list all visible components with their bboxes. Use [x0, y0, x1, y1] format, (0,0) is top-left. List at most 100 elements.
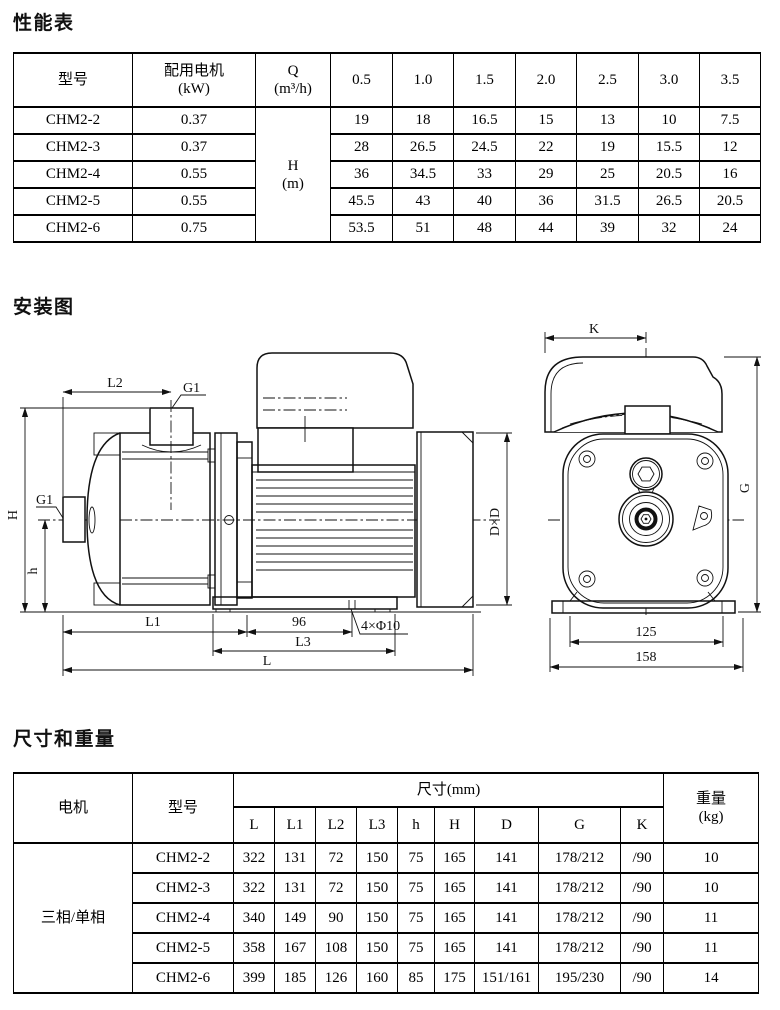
head-value-cell: 28	[330, 133, 393, 162]
size-value-cell: 165	[434, 932, 475, 964]
size-value-cell: /90	[619, 872, 665, 904]
size-value-cell: 150	[356, 902, 398, 934]
kw-cell: 0.75	[132, 214, 256, 243]
dim-label-g: G	[738, 483, 753, 493]
table-row: CHM2-4 340 149 90 150 75 165 141 178/212…	[14, 902, 760, 934]
head-value-cell: 26.5	[392, 133, 454, 162]
size-value-cell: 178/212	[538, 902, 621, 934]
head-value-cell: 19	[330, 106, 393, 135]
flow-value-header: 3.0	[638, 52, 700, 108]
head-value-cell: 18	[392, 106, 454, 135]
size-value-cell: /90	[619, 962, 665, 994]
table-row: 三相/单相 CHM2-2 322 131 72 150 75 165 141 1…	[13, 842, 760, 994]
head-value-cell: 20.5	[638, 160, 700, 189]
head-value-cell: 45.5	[330, 187, 393, 216]
kw-cell: 0.55	[132, 187, 256, 216]
size-value-cell: 131	[274, 872, 316, 904]
size-value-cell: 151/161	[474, 962, 539, 994]
size-value-cell: 75	[397, 932, 435, 964]
size-value-cell: 149	[274, 902, 316, 934]
weight-cell: 11	[663, 902, 760, 934]
motor-cooling-fins	[256, 479, 413, 571]
size-value-cell: 75	[397, 842, 435, 874]
kw-cell: 0.55	[132, 160, 256, 189]
column-header-flow: Q (m³/h)	[255, 52, 331, 108]
dim-label-g1-left: G1	[36, 493, 53, 508]
pump-rear-view	[544, 332, 744, 620]
brand-logo-mark	[692, 505, 713, 531]
size-value-cell: 160	[356, 962, 398, 994]
model-cell: CHM2-2	[13, 106, 133, 135]
dim-label-96: 96	[292, 615, 306, 630]
size-value-cell: 141	[474, 932, 539, 964]
size-value-cell: 75	[397, 872, 435, 904]
performance-section-title: 性能表	[13, 13, 75, 34]
motor-type-cell: 三相/单相	[13, 842, 133, 994]
dim-label-l3: L3	[295, 635, 311, 650]
size-value-cell: 165	[434, 872, 475, 904]
weight-cell: 14	[663, 962, 760, 994]
size-value-cell: /90	[619, 842, 665, 874]
dim-label-l2: L2	[107, 376, 123, 391]
head-value-cell: 43	[392, 187, 454, 216]
size-value-cell: 399	[233, 962, 275, 994]
dim-label-g1-top: G1	[183, 381, 200, 396]
head-value-cell: 33	[453, 160, 516, 189]
head-value-cell: 19	[576, 133, 639, 162]
head-value-cell: 39	[576, 214, 639, 243]
head-value-cell: 24.5	[453, 133, 516, 162]
dim-label-dxd: D×D	[488, 508, 503, 536]
flow-value-header: 0.5	[330, 52, 393, 108]
table-row: CHM2-6 0.75 53.5 51 48 44 39 32 24	[13, 214, 761, 243]
weight-cell: 11	[663, 932, 760, 964]
pump-side-view	[20, 352, 500, 613]
column-header-weight: 重量 (kg)	[663, 772, 760, 844]
flow-value-header: 1.0	[392, 52, 454, 108]
dim-label-k: K	[589, 322, 599, 337]
size-value-cell: 75	[397, 902, 435, 934]
shaft-boss	[618, 491, 674, 547]
head-value-cell: 15.5	[638, 133, 700, 162]
model-cell: CHM2-6	[132, 962, 234, 994]
rear-view-dimensions: K G 125 158	[544, 322, 761, 672]
size-value-cell: 141	[474, 872, 539, 904]
dim-label-bolt-holes: 4×Φ10	[361, 619, 400, 634]
size-column-header: L1	[274, 806, 316, 844]
model-cell: CHM2-3	[13, 133, 133, 162]
size-value-cell: 72	[315, 872, 357, 904]
size-value-cell: /90	[619, 932, 665, 964]
table-row: CHM2-6 399 185 126 160 85 175 151/161 19…	[14, 962, 760, 994]
size-value-cell: 72	[315, 842, 357, 874]
size-column-header: h	[397, 806, 435, 844]
table-row: CHM2-2 0.37 H (m) 19 18 16.5 15 13 10 7.…	[13, 106, 761, 243]
dim-label-158: 158	[636, 650, 657, 665]
size-column-header: L	[233, 806, 275, 844]
size-value-cell: 85	[397, 962, 435, 994]
head-value-cell: 53.5	[330, 214, 393, 243]
column-header-model: 型号	[13, 52, 133, 108]
head-value-cell: 34.5	[392, 160, 454, 189]
size-value-cell: 150	[356, 842, 398, 874]
size-value-cell: 141	[474, 842, 539, 874]
model-cell: CHM2-2	[132, 842, 234, 874]
head-value-cell: 36	[515, 187, 577, 216]
head-value-cell: 16	[699, 160, 761, 189]
installation-drawing: H h L2 G1 G1 L1 96 L3 L 4×Φ10	[6, 322, 761, 676]
performance-table: 型号 配用电机 (kW) Q (m³/h) 0.5 1.0 1.5 2.0 2.…	[13, 52, 761, 243]
size-value-cell: 358	[233, 932, 275, 964]
flow-value-header: 3.5	[699, 52, 761, 108]
flow-value-header: 1.5	[453, 52, 516, 108]
head-value-cell: 36	[330, 160, 393, 189]
dim-label-l: L	[263, 654, 272, 669]
head-value-cell: 32	[638, 214, 700, 243]
head-value-cell: 40	[453, 187, 516, 216]
model-cell: CHM2-4	[132, 902, 234, 934]
size-value-cell: 175	[434, 962, 475, 994]
dim-label-l1: L1	[145, 615, 161, 630]
size-column-header: D	[474, 806, 539, 844]
table-row: CHM2-3 322 131 72 150 75 165 141 178/212…	[14, 872, 760, 904]
flow-value-header: 2.5	[576, 52, 639, 108]
table-header-row: 型号 配用电机 (kW) Q (m³/h) 0.5 1.0 1.5 2.0 2.…	[13, 52, 761, 108]
head-value-cell: 29	[515, 160, 577, 189]
size-value-cell: 178/212	[538, 932, 621, 964]
